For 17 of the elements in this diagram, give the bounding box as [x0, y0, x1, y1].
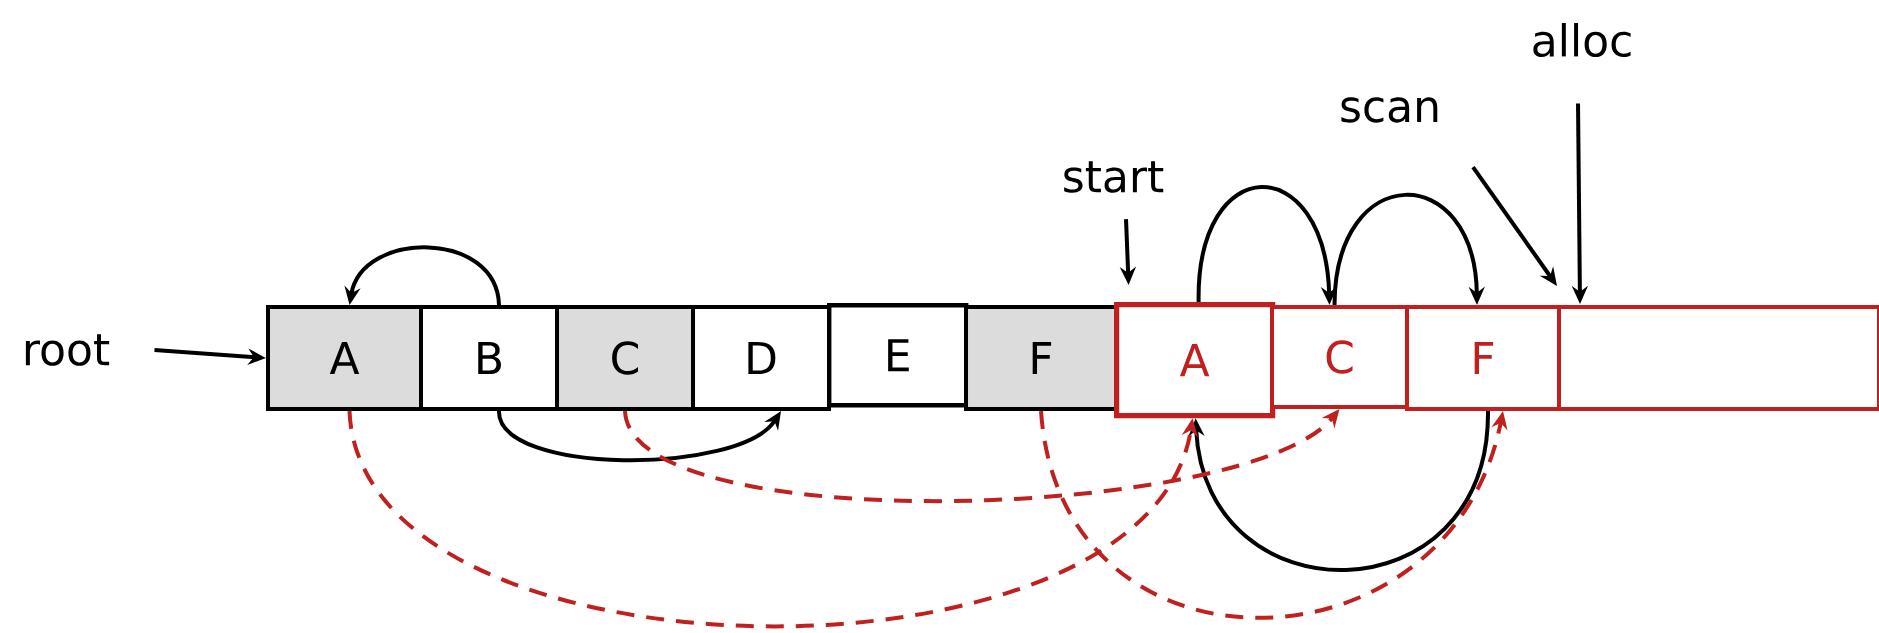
reference-arrow [1332, 193, 1485, 306]
free-space-cell [1557, 305, 1879, 411]
memory-cell: F [1405, 305, 1561, 411]
pointer-label: start [1064, 161, 1164, 193]
memory-cell: E [827, 303, 969, 408]
pointer-label: alloc [1533, 22, 1631, 58]
memory-cell: F [964, 305, 1118, 411]
pointer-label: scan [1341, 97, 1438, 123]
memory-cell: D [691, 305, 831, 411]
memory-cell: C [555, 305, 695, 411]
reference-arrow [1188, 410, 1490, 572]
memory-cell: C [1270, 305, 1409, 409]
memory-cell: A [266, 305, 423, 411]
memory-cell: A [1114, 302, 1276, 419]
pointer-label: root [25, 334, 110, 366]
memory-cell: B [419, 305, 559, 411]
reference-arrow [497, 410, 781, 463]
